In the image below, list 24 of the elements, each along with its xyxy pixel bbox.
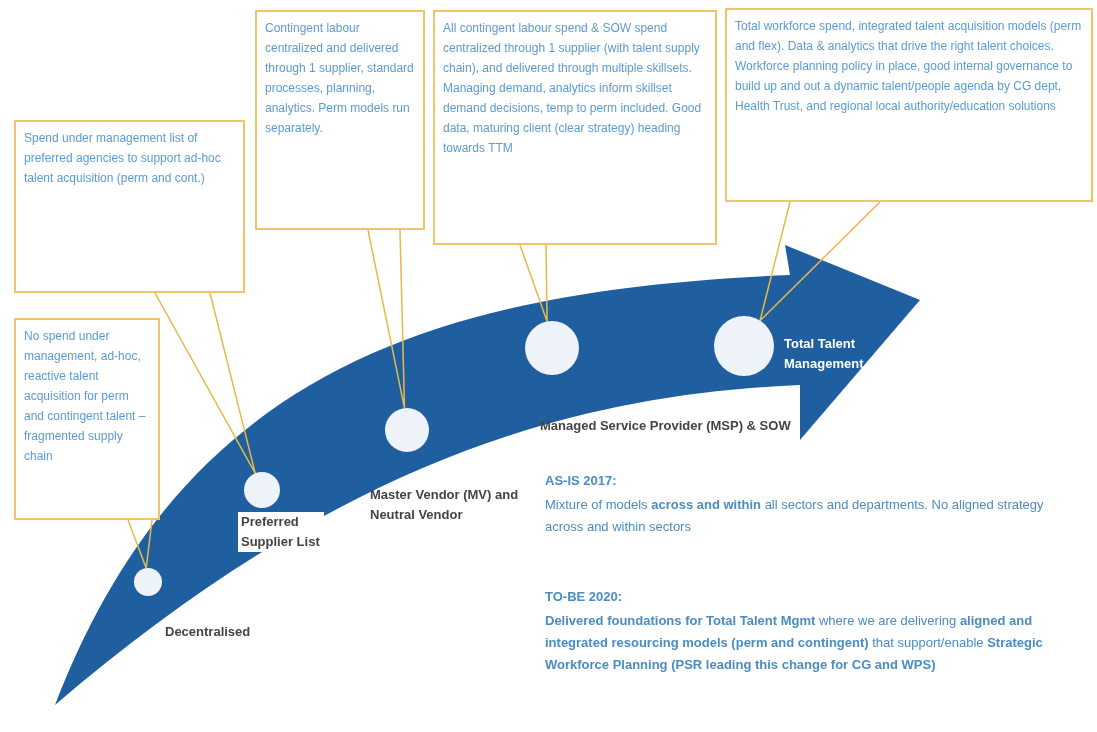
paragraph: Delivered foundations for Total Talent Mgmt where we are delivering aligned and integrated resourcing models (perm and contingent) that support/enable Strategic Workforce Planning (PSR leading this change for CG and WPS) [545, 612, 1044, 674]
callout-box [14, 318, 160, 520]
stage-label: Managed Service Provider (MSP) & SOW [540, 417, 792, 435]
leader-line [519, 244, 548, 323]
leader-line [367, 229, 406, 409]
callout-text: Total workforce spend, integrated talent acquisition models (perm and flex). Data & analytics that drive the right talent choices. Workforce planning policy in place, good internal governance to build up and out a dynamic talent/people agenda by CG dept, Health Trust, and regional local authority/education solutions [735, 18, 1083, 115]
leader-line [154, 292, 256, 475]
stage-label: Decentralised [165, 623, 252, 641]
stage-label: Master Vendor (MV) and Neutral Vendor [370, 486, 520, 524]
stage-label: Preferred Supplier List [238, 512, 324, 552]
callout-box [725, 8, 1093, 202]
callout-box [14, 120, 245, 293]
heading: TO-BE 2020: [545, 588, 624, 606]
paragraph: Mixture of models across and within all sectors and departments. No aligned strategy across and within sectors [545, 496, 1045, 536]
callout-box [433, 10, 717, 245]
callout-text: Spend under management list of preferred agencies to support ad-hoc talent acquisition (perm and cont.) [24, 130, 222, 187]
callout-text: All contingent labour spend & SOW spend centralized through 1 supplier (with talent supply chain), and delivered through multiple skillsets. Managing demand, analytics inform skillset demand decisions, temp to perm included. Good data, maturing client (clear strategy) heading towards TTM [443, 20, 703, 157]
heading: AS-IS 2017: [545, 472, 618, 490]
callout-text: No spend under management, ad-hoc, reactive talent acquisition for perm and contingent talent – fragmented supply chain [24, 328, 147, 465]
leader-line [127, 519, 153, 569]
stage-label: Total Talent Management [784, 335, 865, 373]
callout-text: Contingent labour centralized and delivered through 1 supplier, standard processes, planning, analytics. Perm models run separately. [265, 20, 415, 137]
callout-box [255, 10, 425, 230]
leader-line [759, 201, 881, 322]
